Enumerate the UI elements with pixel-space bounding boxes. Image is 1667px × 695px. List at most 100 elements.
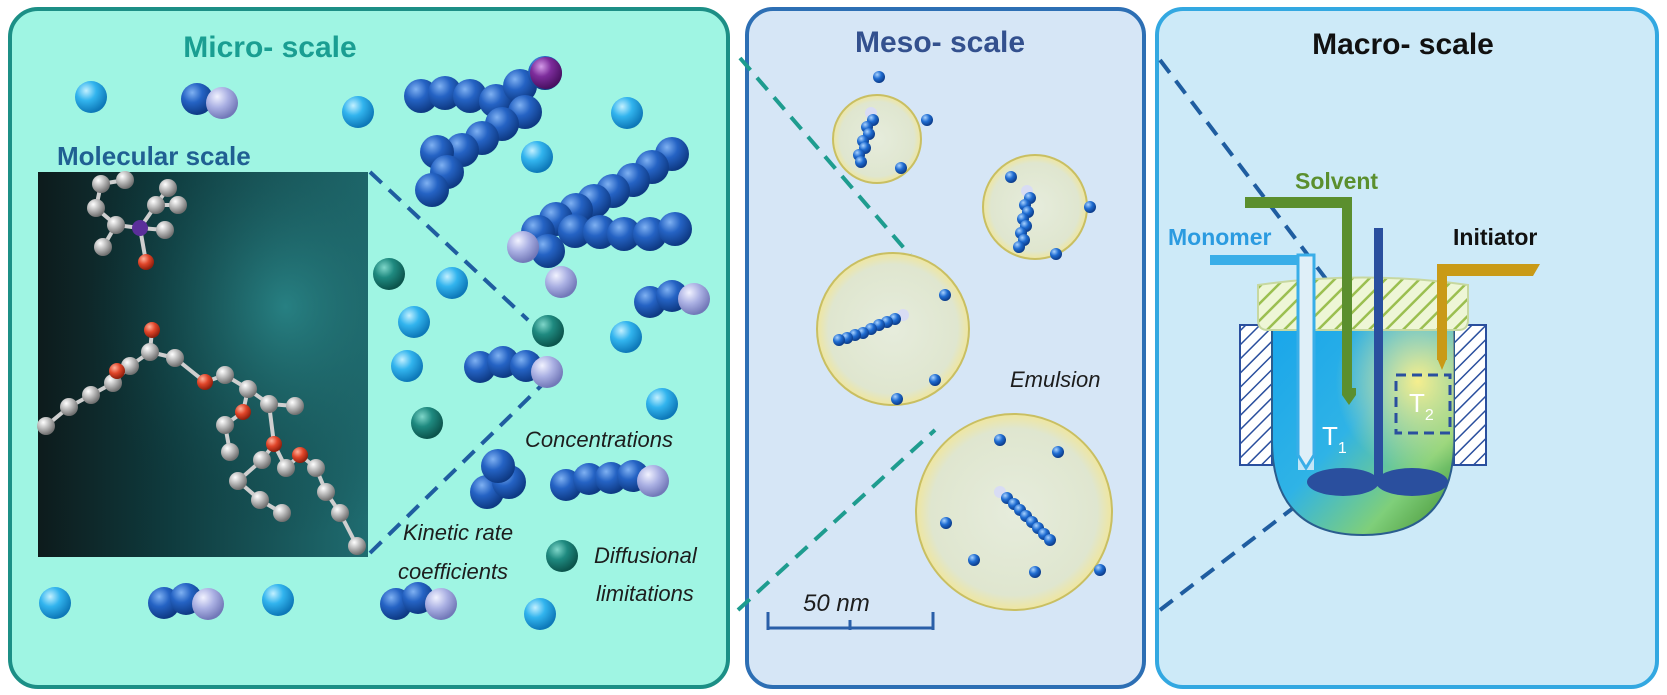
chain-sphere [678, 283, 710, 315]
kinetic-label-line1: Kinetic rate [403, 520, 513, 545]
zoom-line-micro-top [368, 170, 530, 322]
droplet-monomer [1050, 248, 1062, 260]
carbon-atom [147, 196, 165, 214]
chain-sphere [206, 87, 238, 119]
droplet-monomer [994, 434, 1006, 446]
t1-subscript: 1 [1338, 440, 1347, 457]
chain-sphere [503, 69, 537, 103]
emulsion-droplet [915, 413, 1113, 611]
zoom-line-meso-bottom [736, 428, 937, 612]
molecular-title: Molecular scale [57, 141, 251, 171]
concentrations-label: Concentrations [525, 427, 673, 452]
monomer-sphere [75, 81, 107, 113]
carbon-atom [169, 196, 187, 214]
chain-sphere [425, 588, 457, 620]
oxygen-atom [138, 254, 154, 270]
droplet-chain-sphere [1013, 241, 1025, 253]
stirrer-blade-right [1376, 468, 1448, 496]
droplet-monomer [873, 71, 885, 83]
droplet-monomer [891, 393, 903, 405]
t2-region [1394, 373, 1452, 435]
monomer-sphere [39, 587, 71, 619]
droplet-monomer [968, 554, 980, 566]
monomer-sphere [391, 350, 423, 382]
carbon-atom [82, 386, 100, 404]
t1-label: T1 [1322, 421, 1347, 457]
monomer-sphere [524, 598, 556, 630]
nitrogen-atom [132, 220, 148, 236]
monomer-sphere [546, 540, 578, 572]
oxygen-atom [144, 322, 160, 338]
carbon-atom [116, 171, 134, 189]
scale-bar [766, 612, 935, 630]
molecular-box [37, 171, 368, 557]
emulsion-droplet [982, 154, 1088, 260]
droplet-monomer [1094, 564, 1106, 576]
droplet-monomer [1029, 566, 1041, 578]
carbon-atom [253, 451, 271, 469]
zoom-line-meso-top [738, 56, 912, 257]
carbon-atom [273, 504, 291, 522]
carbon-atom [92, 175, 110, 193]
meso-title: Meso- scale [855, 26, 1025, 59]
oxygen-atom [266, 436, 282, 452]
emulsion-droplet [816, 252, 970, 406]
oxygen-atom [197, 374, 213, 390]
reactor-jacket-right [1453, 324, 1487, 466]
monomer-sphere [411, 407, 443, 439]
emulsion-droplets [816, 71, 1113, 611]
oxygen-atom [109, 363, 125, 379]
droplet-monomer [1005, 171, 1017, 183]
monomer-sphere [262, 584, 294, 616]
monomer-sphere [373, 258, 405, 290]
droplet-monomer [1084, 201, 1096, 213]
chain-sphere [531, 356, 563, 388]
monomer-sphere [611, 97, 643, 129]
chain-sphere [428, 76, 462, 110]
droplet-chain-sphere [833, 334, 845, 346]
macro-title: Macro- scale [1312, 28, 1494, 61]
chain-sphere [453, 79, 487, 113]
reactor [1210, 197, 1540, 537]
solvent-label: Solvent [1295, 168, 1378, 194]
diffusional-label-line1: Diffusional [594, 543, 698, 568]
stirrer-blade-left [1307, 468, 1379, 496]
diffusional-label-line2: limitations [596, 581, 694, 606]
droplet-monomer [921, 114, 933, 126]
monomer-label: Monomer [1168, 224, 1272, 250]
chain-sphere [607, 217, 641, 251]
chain-sphere [481, 449, 515, 483]
carbon-atom [260, 395, 278, 413]
zoom-line-micro-bottom [368, 380, 547, 555]
kinetic-label-line2: coefficients [398, 559, 508, 584]
chain-sphere [531, 234, 565, 268]
carbon-atom [216, 366, 234, 384]
carbon-atom [239, 380, 257, 398]
reactor-lid [1257, 276, 1469, 331]
monomer-sphere [436, 267, 468, 299]
emulsion-label: Emulsion [1010, 367, 1100, 392]
monomer-sphere [342, 96, 374, 128]
carbon-atom [87, 199, 105, 217]
carbon-atom [159, 179, 177, 197]
carbon-atom [60, 398, 78, 416]
t2-subscript: 2 [1425, 407, 1434, 424]
monomer-sphere [646, 388, 678, 420]
micro-particles [39, 56, 710, 630]
monomer-sphere [545, 266, 577, 298]
carbon-atom [216, 416, 234, 434]
droplet-monomer [939, 289, 951, 301]
chain-sphere [658, 212, 692, 246]
carbon-atom [121, 357, 139, 375]
reactor-jacket-left [1239, 324, 1273, 466]
carbon-atom [37, 417, 55, 435]
carbon-atom [107, 216, 125, 234]
micro-title: Micro- scale [183, 31, 356, 64]
emulsion-droplet [832, 94, 922, 184]
t2-label: T2 [1409, 388, 1434, 424]
carbon-atom [251, 491, 269, 509]
droplet-monomer [895, 162, 907, 174]
carbon-atom [307, 459, 325, 477]
carbon-atom [166, 349, 184, 367]
